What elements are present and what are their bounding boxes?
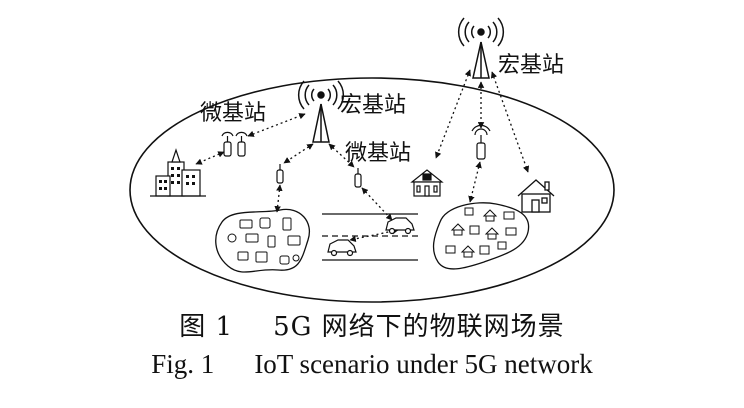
caption-en-number: Fig. 1 bbox=[151, 349, 215, 379]
link-car-car bbox=[349, 228, 399, 242]
house-icon bbox=[517, 179, 555, 213]
school-icon bbox=[410, 169, 444, 197]
caption-zh-number: 图 1 bbox=[179, 312, 234, 342]
link-micro-right-town bbox=[468, 161, 482, 203]
relay-node-road-icon bbox=[354, 168, 362, 188]
caption-en: Fig. 1 IoT scenario under 5G network bbox=[0, 349, 744, 380]
link-micro-city bbox=[195, 151, 225, 165]
link-macro-top-school bbox=[435, 69, 471, 159]
macro-tower-top-icon bbox=[457, 17, 505, 79]
link-macro-relay-road bbox=[328, 143, 355, 168]
micro-tower-right-icon bbox=[471, 124, 491, 160]
city-buildings-icon bbox=[150, 148, 206, 197]
relay-node-left-icon bbox=[276, 164, 284, 184]
town-buildings-icons bbox=[445, 207, 517, 258]
macro-station-label-center: 宏基站 bbox=[340, 93, 406, 118]
link-macro-relay-left bbox=[283, 143, 314, 164]
car-top-icon bbox=[385, 217, 415, 235]
smart-devices-icons bbox=[227, 217, 301, 265]
link-relay-car-top bbox=[361, 187, 393, 221]
macro-station-label-top: 宏基站 bbox=[498, 53, 564, 78]
link-relay-devices bbox=[274, 184, 283, 213]
macro-tower-center-icon bbox=[297, 80, 345, 143]
town-area-blob bbox=[432, 202, 530, 270]
device-area-blob bbox=[215, 208, 310, 273]
caption-zh-text: 5G 网络下的物联网场景 bbox=[273, 312, 565, 342]
micro-station-label-right: 微基站 bbox=[345, 141, 411, 166]
link-macro-top-house bbox=[490, 71, 530, 173]
car-bottom-icon bbox=[327, 239, 357, 257]
links bbox=[195, 69, 530, 242]
micro-tower-left-icon bbox=[221, 131, 248, 157]
network-area-ellipse bbox=[129, 77, 615, 303]
caption-zh: 图 1 5G 网络下的物联网场景 bbox=[0, 306, 744, 343]
caption-en-text: IoT scenario under 5G network bbox=[254, 349, 593, 379]
road bbox=[322, 213, 418, 261]
micro-station-label-left: 微基站 bbox=[200, 101, 266, 126]
link-macro-micro-left bbox=[247, 113, 306, 137]
